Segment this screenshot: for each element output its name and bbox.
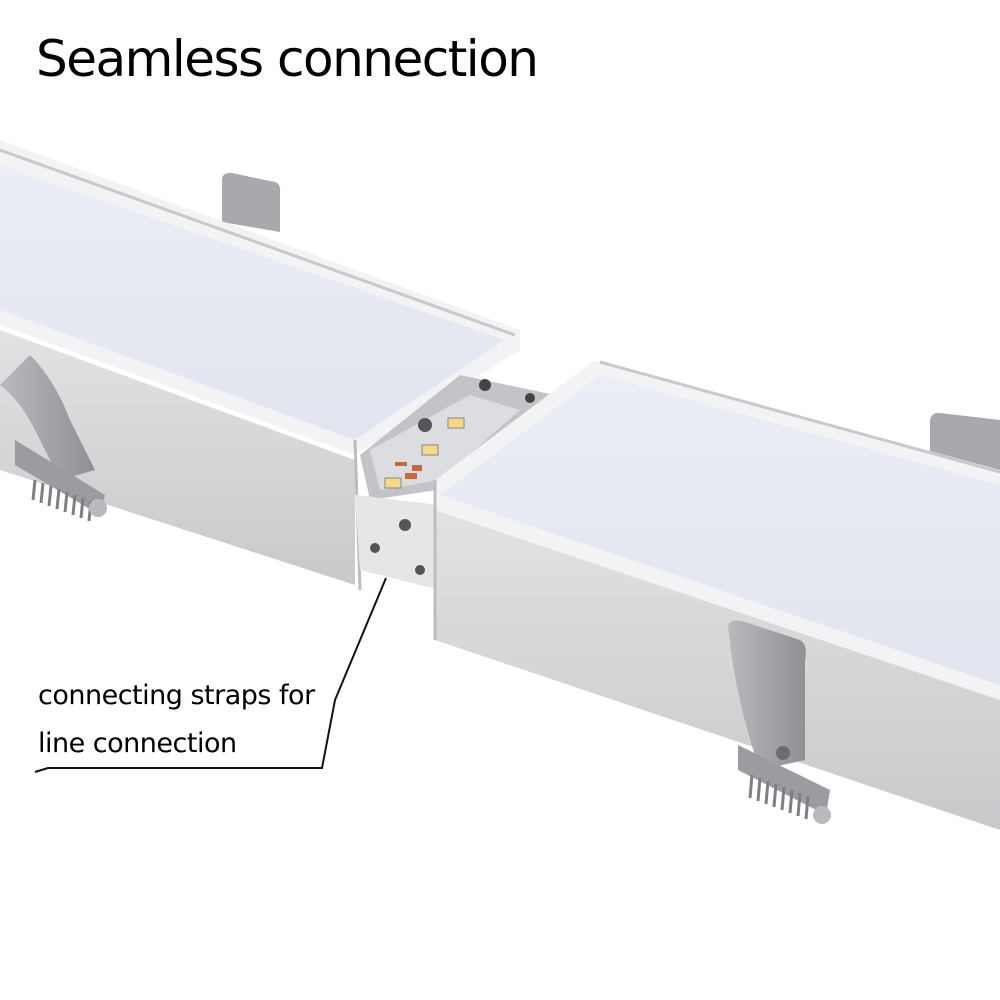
right-fixture [433, 360, 1000, 830]
callout-line-1: connecting straps for [38, 680, 315, 711]
spring-clip-icon [0, 355, 107, 522]
connecting-strap [355, 495, 440, 590]
callout-leader-line [34, 577, 387, 773]
connector-callout: connecting straps for line connection [38, 672, 315, 768]
led-strip [360, 375, 555, 500]
callout-line-2: line connection [38, 728, 237, 759]
left-fixture [0, 140, 520, 591]
page-title: Seamless connection [36, 30, 539, 88]
spring-clip-icon [728, 620, 831, 824]
mounting-tab-icon [222, 172, 281, 232]
